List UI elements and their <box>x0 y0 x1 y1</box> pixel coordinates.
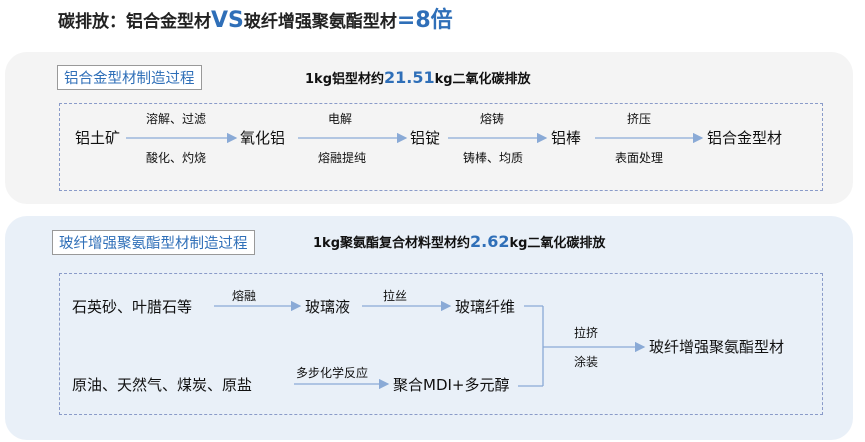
node-bauxite: 铝土矿 <box>75 129 121 147</box>
page-title: 碳排放：铝合金型材VS玻纤增强聚氨酯型材=8倍 <box>58 2 453 34</box>
step-label-bottom: 酸化、灼烧 <box>146 151 207 165</box>
frp-process-box <box>59 273 823 415</box>
node-mdi-polyol: 聚合MDI+多元醇 <box>393 376 510 394</box>
step-label-coating: 涂装 <box>574 355 599 369</box>
node-crude-oil: 原油、天然气、煤炭、原盐 <box>72 376 253 394</box>
frp-co2-suffix: kg二氧化碳排放 <box>509 236 606 251</box>
step-label-pultrusion: 拉挤 <box>574 326 599 340</box>
frp-co2-prefix: 1kg聚氨酯复合材料型材约 <box>313 236 470 251</box>
title-left: 碳排放：铝合金型材 <box>58 12 211 32</box>
step-label-top: 电解 <box>328 112 353 126</box>
aluminum-process-box <box>59 103 823 191</box>
title-vs: VS <box>211 8 244 33</box>
title-eq: = <box>396 8 416 33</box>
frp-co2-value: 2.62 <box>470 232 510 251</box>
node-alumina: 氧化铝 <box>240 129 286 147</box>
step-label-melt: 熔融 <box>232 289 257 303</box>
step-label-top: 溶解、过滤 <box>146 112 207 126</box>
title-multiplier: 8倍 <box>415 8 453 33</box>
node-frp-profile: 玻纤增强聚氨酯型材 <box>649 338 785 356</box>
node-aluminum-ingot: 铝锭 <box>410 129 441 147</box>
aluminum-co2-value: 21.51 <box>384 68 435 87</box>
frp-co2: 1kg聚氨酯复合材料型材约2.62kg二氧化碳排放 <box>313 232 605 251</box>
aluminum-co2: 1kg铝型材约21.51kg二氧化碳排放 <box>305 68 531 87</box>
aluminum-section-title: 铝合金型材制造过程 <box>57 65 202 90</box>
node-quartz-sand: 石英砂、叶腊石等 <box>72 298 193 316</box>
node-aluminum-profile: 铝合金型材 <box>707 129 783 147</box>
node-aluminum-rod: 铝棒 <box>551 129 582 147</box>
step-label-bottom: 表面处理 <box>615 151 664 165</box>
aluminum-co2-prefix: 1kg铝型材约 <box>305 72 384 87</box>
step-label-bottom: 熔融提纯 <box>318 151 367 165</box>
node-glass-fiber: 玻璃纤维 <box>455 298 516 316</box>
step-label-chemical-reaction: 多步化学反应 <box>296 366 369 380</box>
step-label-draw: 拉丝 <box>383 289 408 303</box>
step-label-bottom: 铸棒、均质 <box>463 151 524 165</box>
step-label-top: 熔铸 <box>480 112 505 126</box>
frp-section-title: 玻纤增强聚氨酯型材制造过程 <box>52 230 255 255</box>
title-right: 玻纤增强聚氨酯型材 <box>243 12 397 32</box>
aluminum-co2-suffix: kg二氧化碳排放 <box>434 72 531 87</box>
step-label-top: 挤压 <box>627 112 652 126</box>
node-glass-liquid: 玻璃液 <box>305 298 351 316</box>
